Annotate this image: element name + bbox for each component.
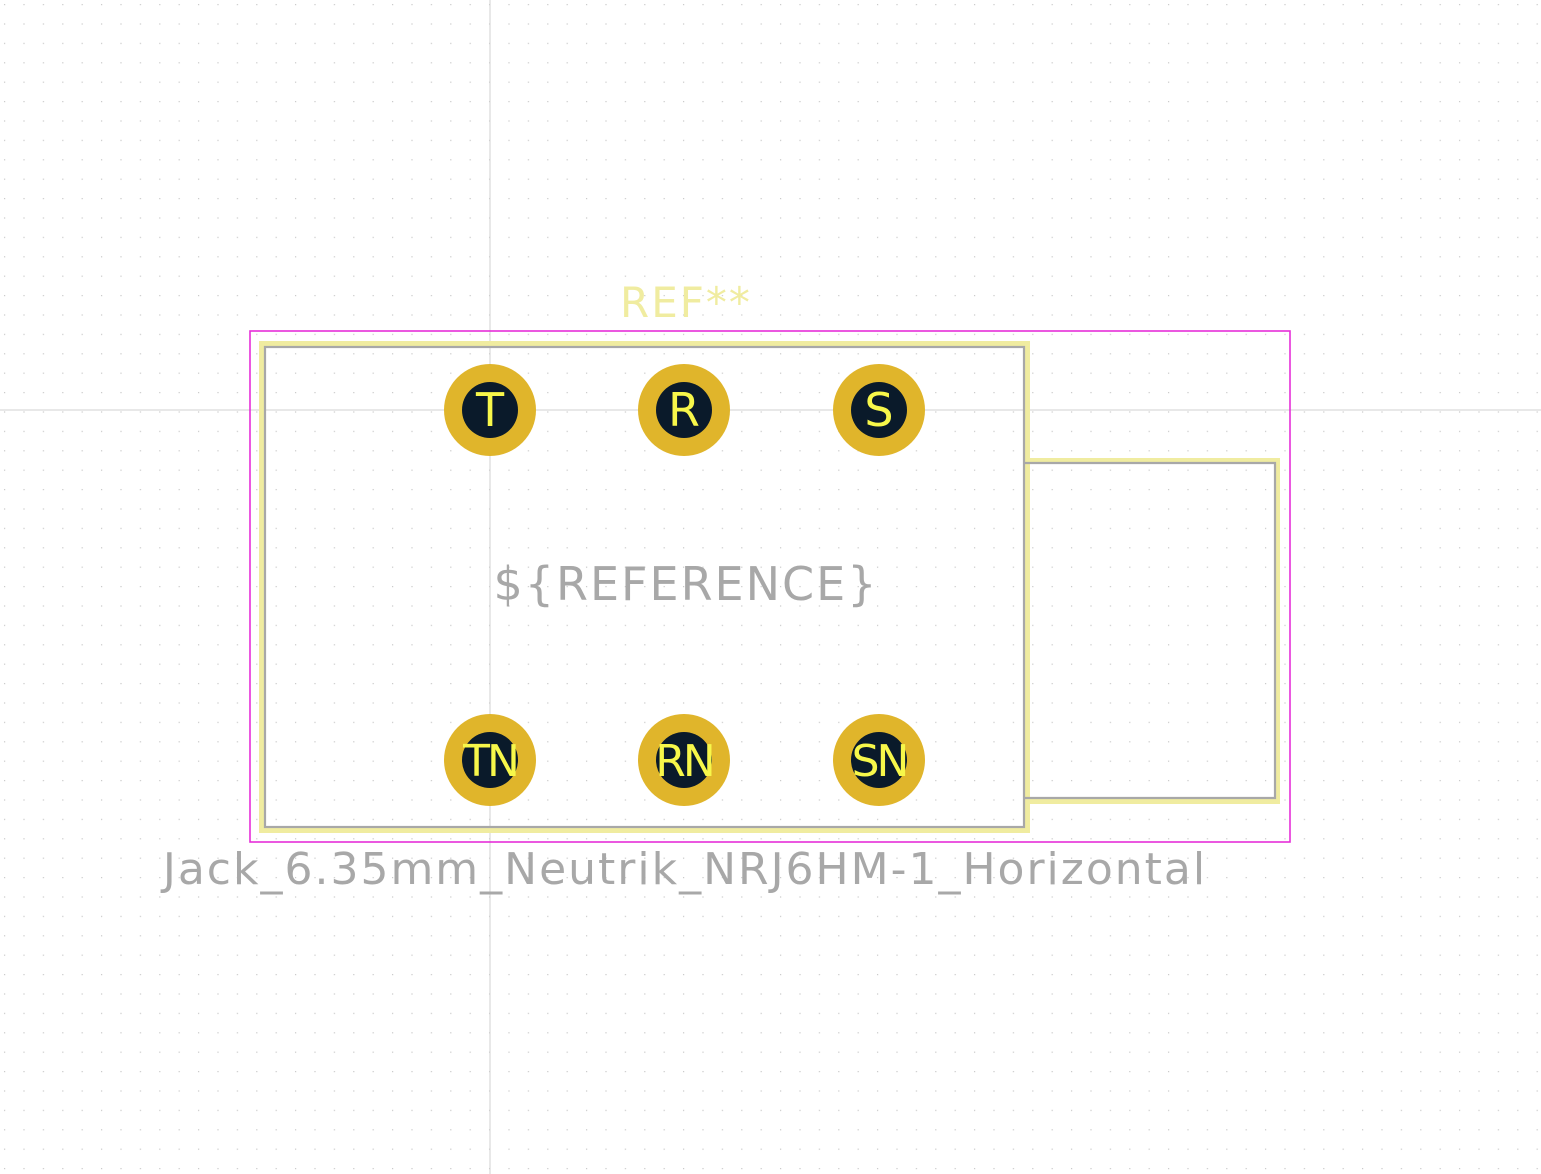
fab-body-outline[interactable] — [263, 345, 1026, 829]
pad-drill-hole — [851, 382, 907, 438]
silkscreen-jack-outline[interactable] — [1027, 458, 1280, 804]
pad-label: TN — [462, 736, 517, 787]
pad-t[interactable]: T — [444, 364, 536, 456]
pad-label: S — [864, 383, 893, 437]
pad-label: RN — [655, 736, 713, 787]
pad-r[interactable]: R — [638, 364, 730, 456]
pad-drill-hole — [656, 732, 712, 788]
pad-rn[interactable]: RN — [638, 714, 730, 806]
courtyard-outline[interactable] — [249, 330, 1291, 843]
pad-label: SN — [852, 736, 907, 787]
value-reference-text[interactable]: ${REFERENCE} — [494, 557, 879, 611]
pad-drill-hole — [851, 732, 907, 788]
pad-label: R — [668, 383, 700, 437]
pad-label: T — [475, 383, 505, 437]
pad-s[interactable]: S — [833, 364, 925, 456]
pad-sn[interactable]: SN — [833, 714, 925, 806]
pad-tn[interactable]: TN — [444, 714, 536, 806]
silkscreen-body-outline[interactable] — [259, 341, 1030, 833]
fab-jack-outline[interactable] — [1024, 461, 1277, 800]
pad-drill-hole — [462, 732, 518, 788]
pad-drill-hole — [656, 382, 712, 438]
footprint-name-text[interactable]: Jack_6.35mm_Neutrik_NRJ6HM-1_Horizontal — [160, 844, 1207, 895]
reference-designator[interactable]: REF** — [620, 278, 752, 327]
pad-drill-hole — [462, 382, 518, 438]
